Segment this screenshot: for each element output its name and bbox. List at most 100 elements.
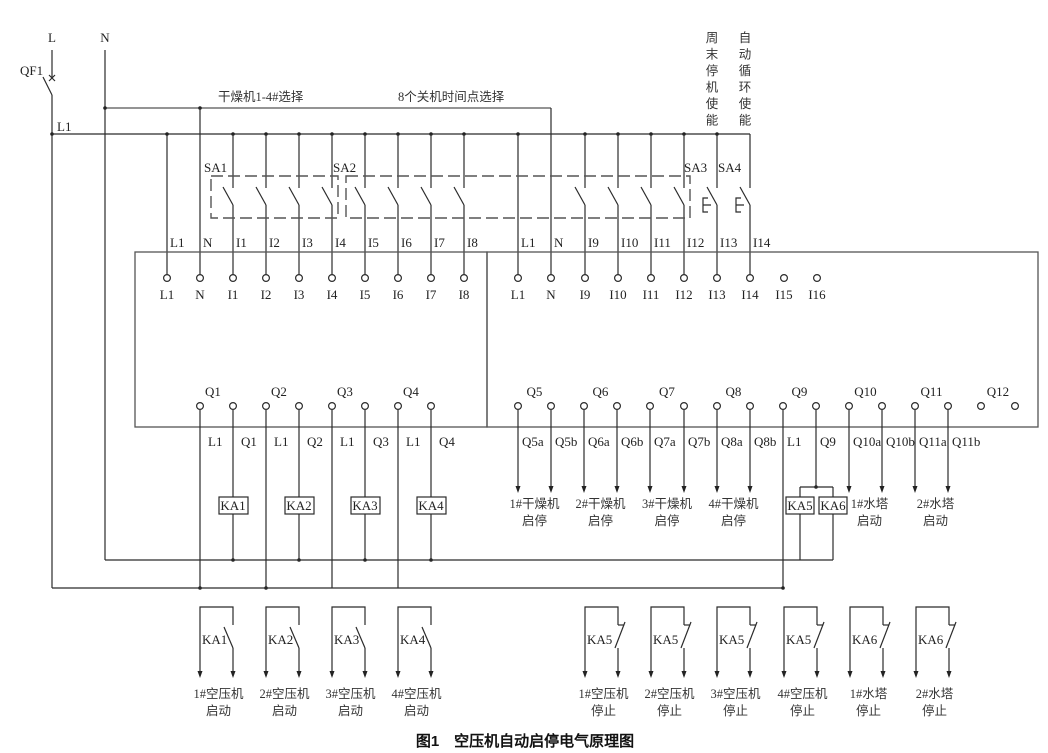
nc-contact-blade [813,621,825,649]
bus-label-L1: L1 [57,119,71,134]
output-group-label: Q9 [792,384,808,399]
terminal [427,402,436,411]
output-wire-label: L1 [340,434,354,449]
terminal [513,274,522,283]
input-terminal-label: I13 [708,287,725,302]
group-label-shutdown-time-select: 8个关机时间点选择 [398,90,505,104]
enable-label-auto-cycle: 能 [739,114,752,128]
contact-load-label: 1#空压机 [193,687,244,701]
line-label-N: N [100,30,110,45]
no-contact-blade [355,626,366,649]
input-terminal-label: I6 [393,287,404,302]
contact-frame [716,606,751,671]
output-load-label: 启停 [654,513,679,528]
no-contact-blade [223,626,234,649]
arrow-head [714,486,720,493]
switch-label-sa4: SA4 [718,160,742,175]
terminal [229,274,238,283]
contact-frame [849,606,884,671]
output-load-label: 3#干燥机 [642,497,693,511]
enable-label-weekend: 周 [706,31,719,45]
input-wire-label: I6 [401,235,412,250]
output-group-label: Q7 [659,384,675,399]
arrow-head [913,671,919,678]
nc-contact-blade [680,621,692,649]
no-contact-blade [289,626,300,649]
relay-coil-KA5 [785,496,815,515]
input-wire-label: L1 [170,235,184,250]
output-wire-label: L1 [274,434,288,449]
arrow-head [230,671,236,678]
arrow-head [329,671,335,678]
input-terminal-label: I7 [426,287,437,302]
contact-load-label: 3#空压机 [325,687,376,701]
input-wire-label: I4 [335,235,346,250]
no-contact-blade [421,626,432,649]
terminal [811,402,820,411]
output-wire-label: Q11b [952,434,980,449]
terminal [679,274,688,283]
terminal [679,402,688,411]
output-load-label: 4#干燥机 [708,497,759,511]
output-wire-label: Q3 [373,434,389,449]
terminal [943,402,952,411]
input-wire-label: L1 [521,235,535,250]
relay-coil-label: KA5 [787,498,812,513]
contact-load-label: 1#空压机 [578,687,629,701]
nc-contact-blade [879,621,891,649]
output-group-label: Q2 [271,384,287,399]
output-wire-label: Q8b [754,434,776,449]
terminal [712,402,721,411]
arrow-head [548,486,554,493]
breaker-x-mark [48,74,56,82]
input-wire-label: I3 [302,235,313,250]
input-wire-label: I14 [753,235,771,250]
input-terminal-label: I4 [327,287,338,302]
arrow-head [395,671,401,678]
arrow-head [614,486,620,493]
input-terminal-label: I3 [294,287,305,302]
contact-load-label: 启动 [404,704,429,718]
relay-coil-KA3 [350,496,381,515]
relay-coil-label: KA4 [418,498,444,513]
breaker-label-QF1: QF1 [20,63,43,78]
contact-relay-label: KA3 [334,632,359,647]
contact-frame [397,606,432,671]
enable-label-weekend: 能 [706,114,719,128]
junction-dot [516,132,520,136]
enable-label-auto-cycle: 使 [739,96,752,111]
switch-blade [354,186,366,206]
input-terminal-label: I10 [609,287,626,302]
terminal [295,274,304,283]
contact-frame [331,606,366,671]
output-group-label: Q5 [527,384,543,399]
group-label-dryer-select: 干燥机1-4#选择 [218,90,304,104]
arrow-head [681,671,687,678]
input-terminal-label: I5 [360,287,371,302]
enable-label-auto-cycle: 自 [739,31,752,45]
input-terminal-label: I16 [808,287,826,302]
switch-blade [607,186,619,206]
contact-load-label: 4#空压机 [391,687,442,701]
figure-caption: 图1 空压机自动启停电气原理图 [416,732,634,750]
switch-blade [255,186,267,206]
input-wire-label: I8 [467,235,478,250]
input-terminal-label: I14 [741,287,759,302]
terminal [844,402,853,411]
arrow-head [647,486,653,493]
pushbutton-actuator [735,197,744,213]
output-group-label: Q4 [403,384,419,399]
input-terminal-label: N [546,287,556,302]
enable-label-weekend: 末 [706,48,719,62]
contact-frame [199,606,234,671]
terminal [394,402,403,411]
terminal [745,402,754,411]
input-wire-label: I13 [720,235,737,250]
switch-label-sa3: SA3 [684,160,707,175]
arrow-head [197,671,203,678]
input-wire-label: I11 [654,235,671,250]
arrow-head [880,671,886,678]
output-wire-label: Q7a [654,434,676,449]
contact-load-label: 启动 [272,704,297,718]
switch-blade [640,186,652,206]
